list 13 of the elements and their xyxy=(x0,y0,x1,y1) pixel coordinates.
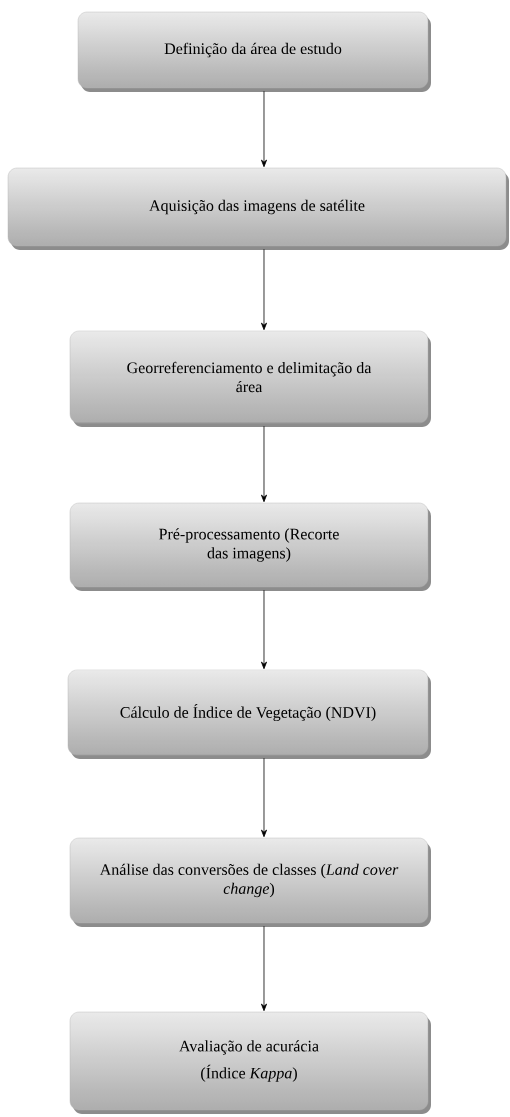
arrow xyxy=(261,925,267,1012)
process-box: Definição da área de estudo xyxy=(77,11,431,92)
process-box: Análise das conversões de classes (Land cover change) xyxy=(69,837,431,927)
process-box: Cálculo de Índice de Vegetação (NDVI) xyxy=(67,669,431,759)
arrow xyxy=(261,589,267,670)
process-box: Aquisição das imagens de satélite xyxy=(7,167,509,250)
process-box: Avaliação de acurácia (Índice Kappa) xyxy=(69,1011,431,1114)
process-box: Pré-processamento (Recorte das imagens) xyxy=(69,502,431,591)
arrow xyxy=(261,757,267,838)
arrow xyxy=(261,425,267,503)
arrow xyxy=(261,248,267,331)
arrow xyxy=(261,90,267,168)
process-box: Georreferenciamento e delimitação da área xyxy=(69,330,431,427)
